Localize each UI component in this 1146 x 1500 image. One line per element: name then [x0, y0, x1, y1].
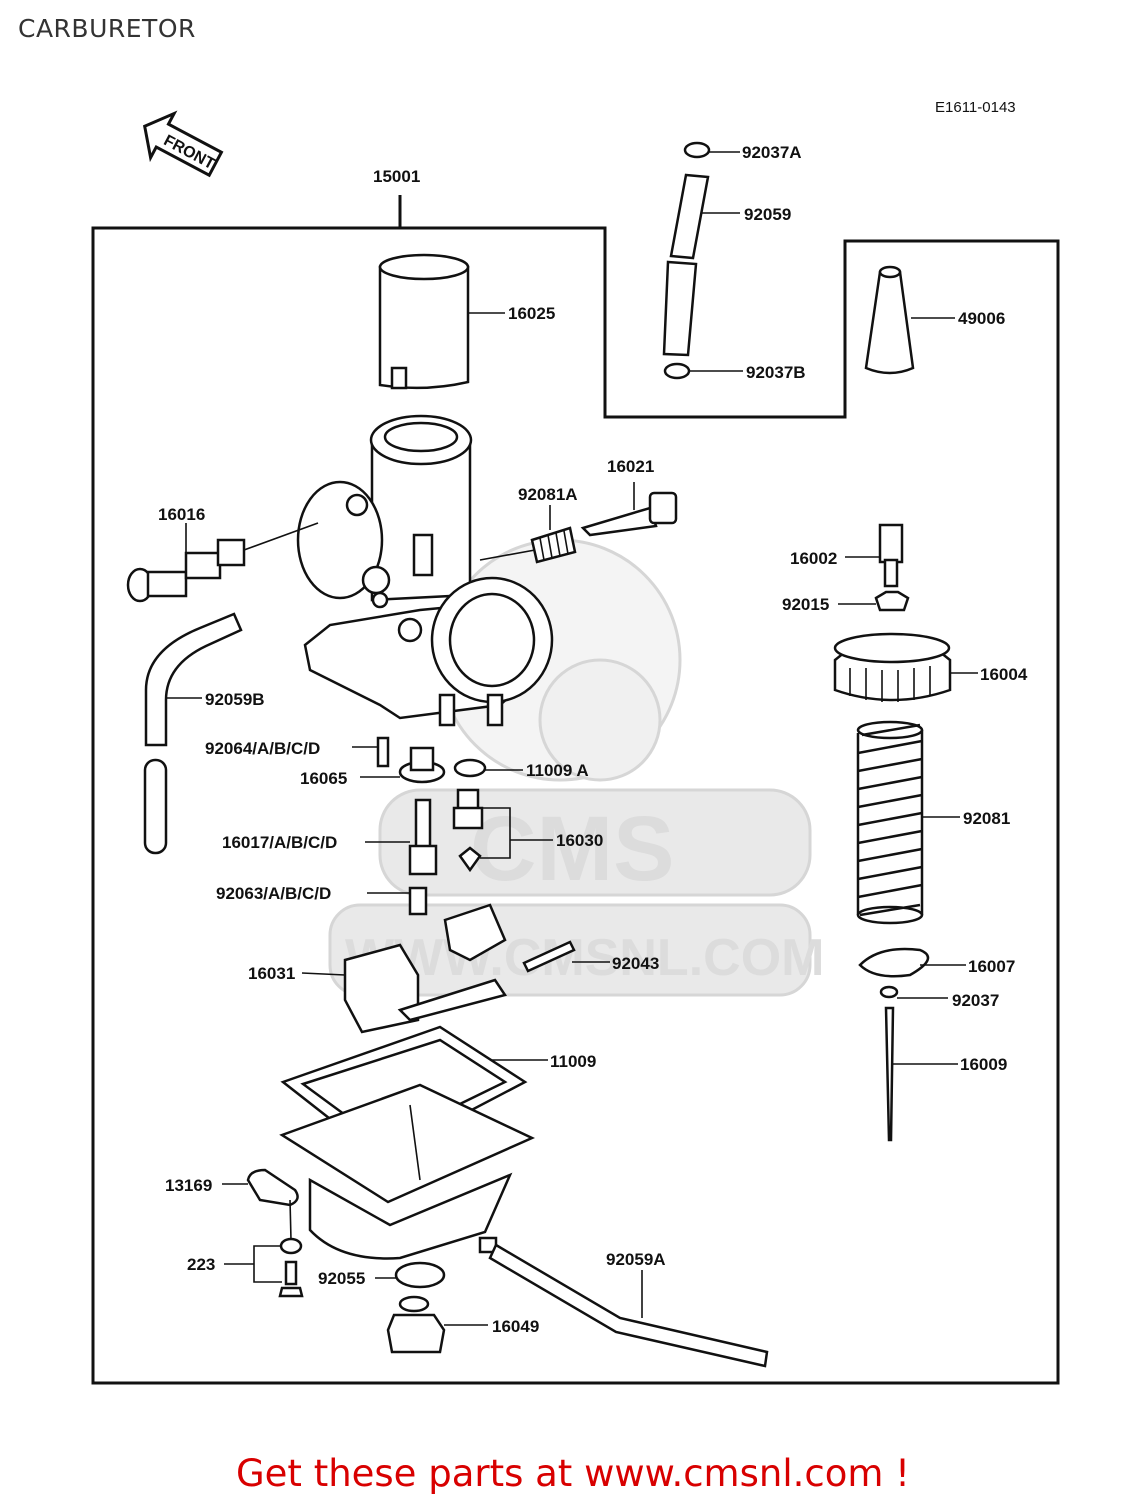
- washer-part: [453, 758, 487, 778]
- callout-16049: 16049: [492, 1317, 539, 1336]
- callout-92059: 92059: [744, 205, 791, 224]
- drain-hose-part: [488, 1243, 769, 1368]
- vent-tube-part: [662, 173, 710, 357]
- cable-adjuster-part: [878, 523, 904, 588]
- assembly-outline: [91, 226, 1060, 1385]
- needle-plate-part: [858, 947, 930, 978]
- callout-92063: 92063/A/B/C/D: [216, 884, 331, 903]
- hose-left-part: [143, 612, 243, 855]
- adjuster-nut-part: [874, 590, 910, 612]
- throttle-spring-part: [856, 720, 924, 925]
- float-part: [343, 903, 508, 1034]
- callout-16016: 16016: [158, 505, 205, 524]
- callout-16065: 16065: [300, 769, 347, 788]
- callout-13169: 13169: [165, 1176, 212, 1195]
- watermark-logo-text: CMS: [470, 798, 674, 900]
- main-jet-part: [408, 886, 428, 916]
- starter-plunger-part: [126, 538, 246, 603]
- callout-223: 223: [187, 1255, 215, 1274]
- callout-92037: 92037: [952, 991, 999, 1010]
- carburetor-body-part: [296, 414, 554, 727]
- callout-16021: 16021: [607, 457, 654, 476]
- callout-11009A: 11009 A: [526, 761, 589, 780]
- needle-clip-part: [879, 985, 899, 999]
- callout-16007: 16007: [968, 957, 1015, 976]
- carb-top-cap-part: [833, 632, 952, 702]
- callout-92037A: 92037A: [742, 143, 802, 162]
- callout-16031: 16031: [248, 964, 295, 983]
- pilot-jet-part: [376, 736, 390, 768]
- clip-bottom-part: [663, 362, 691, 380]
- float-bowl-part: [279, 1083, 535, 1260]
- drain-plug-oring-part: [394, 1261, 446, 1289]
- page-title: CARBURETOR: [18, 14, 196, 43]
- clip-top-part: [683, 141, 711, 159]
- drain-plug-part: [386, 1295, 446, 1354]
- callout-15001: 15001: [373, 167, 420, 186]
- throttle-valve-part: [378, 253, 470, 390]
- bowl-screw-part: [278, 1237, 304, 1298]
- bracket-plate-part: [246, 1168, 299, 1207]
- callout-92081: 92081: [963, 809, 1010, 828]
- callout-49006: 49006: [958, 309, 1005, 328]
- callout-16030: 16030: [556, 831, 603, 850]
- screw-spring-part: [530, 526, 577, 564]
- float-valve-part: [452, 788, 484, 873]
- callout-92015: 92015: [782, 595, 829, 614]
- callout-92043: 92043: [612, 954, 659, 973]
- float-pin-part: [522, 940, 576, 973]
- watermark-url-text: WWW.CMSNL.COM: [345, 929, 824, 987]
- jet-needle-part: [884, 1006, 895, 1142]
- rubber-cap-part: [864, 265, 915, 375]
- jet-holder-part: [398, 746, 446, 784]
- callout-16002: 16002: [790, 549, 837, 568]
- callout-16004: 16004: [980, 665, 1028, 684]
- callout-92064: 92064/A/B/C/D: [205, 739, 320, 758]
- diagram-code: E1611-0143: [935, 99, 1016, 116]
- air-screw-part: [580, 491, 678, 537]
- callout-16009: 16009: [960, 1055, 1007, 1074]
- callout-92037B: 92037B: [746, 363, 806, 382]
- callout-16025: 16025: [508, 304, 555, 323]
- footer-cta-link[interactable]: Get these parts at www.cmsnl.com !: [235, 1452, 910, 1495]
- callout-92055: 92055: [318, 1269, 365, 1288]
- callout-11009: 11009: [550, 1052, 596, 1071]
- callout-92059A: 92059A: [606, 1250, 666, 1269]
- callout-92059B: 92059B: [205, 690, 265, 709]
- callout-92081A: 92081A: [518, 485, 578, 504]
- callout-16017: 16017/A/B/C/D: [222, 833, 337, 852]
- needle-jet-part: [408, 798, 438, 876]
- front-arrow: FRONT: [142, 110, 224, 178]
